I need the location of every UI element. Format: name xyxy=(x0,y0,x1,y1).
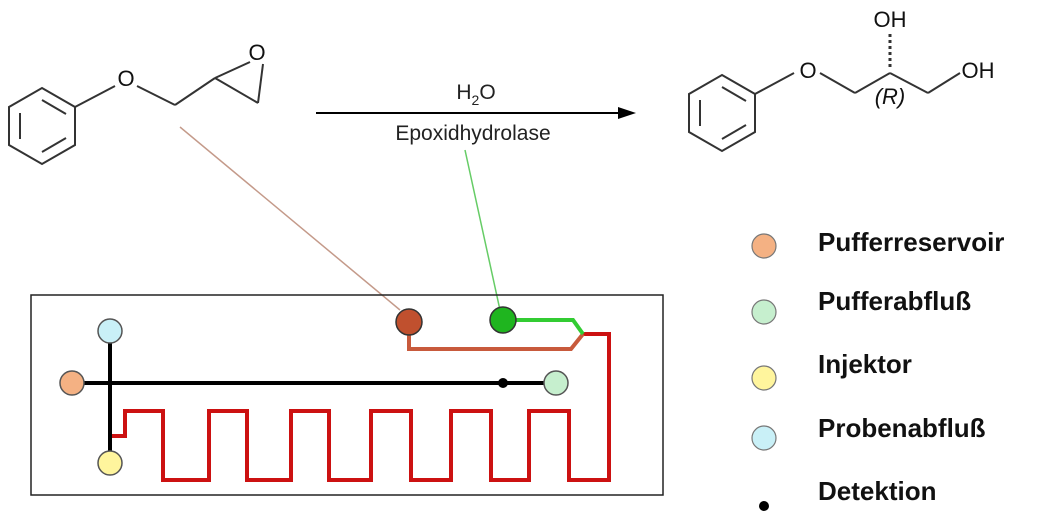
arrow-head xyxy=(618,107,636,119)
buffer-waste-port xyxy=(543,370,569,396)
reagent-label: H2O xyxy=(456,81,495,108)
legend-marker-injektor xyxy=(751,365,777,391)
waste-channel-green xyxy=(503,318,585,336)
buffer-reservoir-left xyxy=(59,370,85,396)
legend-marker-probenabfluss xyxy=(751,425,777,451)
reactant-benzene-ring xyxy=(8,86,76,166)
stereo-label: (R) xyxy=(875,84,906,109)
legend: Pufferreservoir Pufferabfluß Injektor Pr… xyxy=(751,227,1004,511)
legend-label-probenabfluss: Probenabfluß xyxy=(818,413,986,443)
link-line-tan xyxy=(179,126,401,311)
product-hydroxyl-right: OH xyxy=(962,58,995,83)
reactant-molecule xyxy=(8,61,264,166)
detection-point xyxy=(498,378,508,388)
legend-label-detektion: Detektion xyxy=(818,476,936,506)
legend-label-pufferabfluss: Pufferabfluß xyxy=(818,286,971,316)
legend-label-injektor: Injektor xyxy=(818,349,912,379)
legend-label-pufferreservoir: Pufferreservoir xyxy=(818,227,1004,257)
reactor-channel-red xyxy=(110,332,611,482)
legend-marker-pufferabfluss xyxy=(751,299,777,325)
link-line-green xyxy=(464,149,501,311)
reaction-arrow xyxy=(316,107,636,119)
legend-marker-pufferreservoir xyxy=(751,233,777,259)
legend-marker-detektion xyxy=(759,501,769,511)
product-ether-oxygen: O xyxy=(799,58,816,83)
reactant-ether-oxygen: O xyxy=(117,66,134,91)
product-benzene-ring xyxy=(688,73,756,153)
sample-waste-port xyxy=(97,318,123,344)
reactant-epoxide-oxygen: O xyxy=(248,40,265,65)
injector-port xyxy=(97,450,123,476)
product-molecule xyxy=(688,33,961,153)
enzyme-waste-reservoir xyxy=(489,306,517,334)
chip-outline xyxy=(30,294,664,496)
product-hydroxyl-top: OH xyxy=(874,7,907,32)
enzyme-label: Epoxidhydrolase xyxy=(395,122,550,145)
enzyme-buffer-reservoir xyxy=(395,308,423,336)
